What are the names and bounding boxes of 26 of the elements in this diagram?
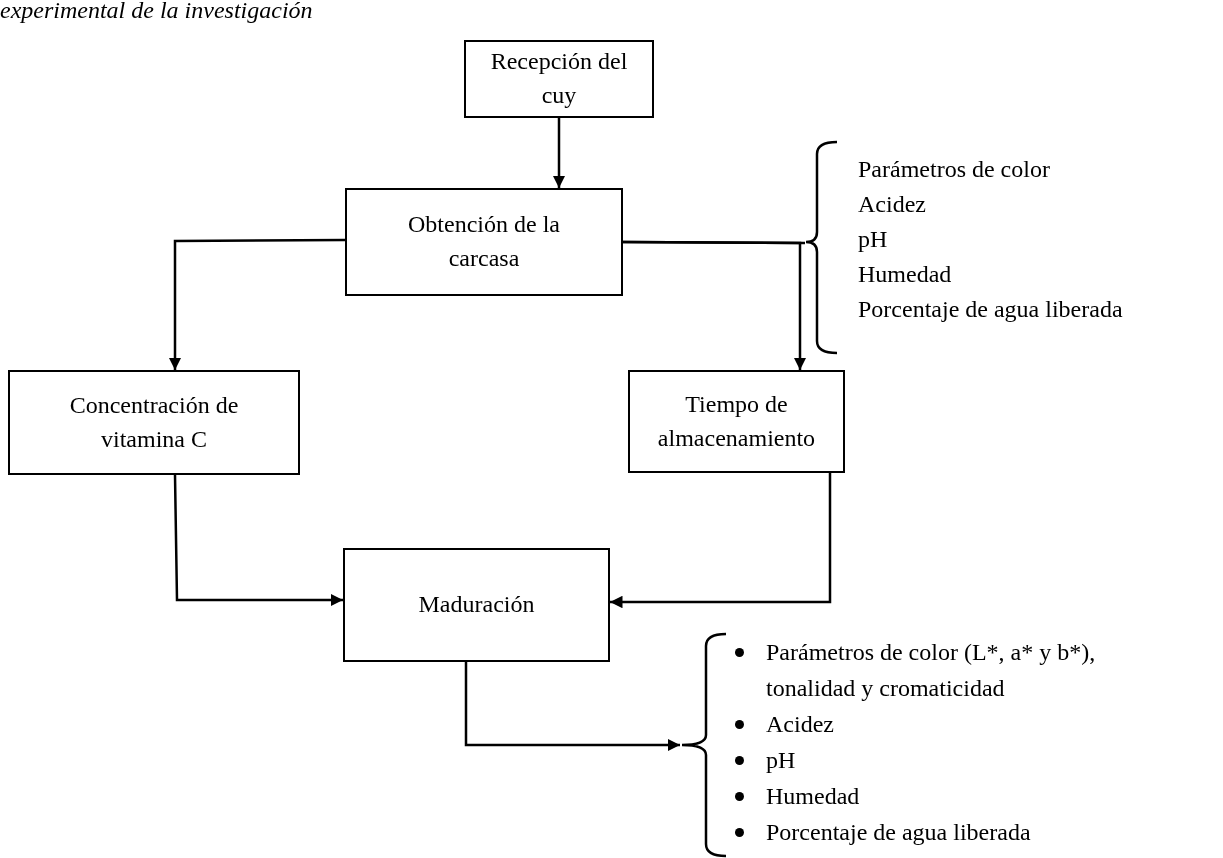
arrow — [610, 473, 832, 609]
list-item: Porcentaje de agua liberada — [766, 818, 1032, 847]
arrow — [168, 238, 345, 370]
arrow — [173, 474, 343, 607]
list-item: Porcentaje de agua liberada — [858, 295, 1123, 324]
list-item: Humedad — [766, 782, 861, 811]
box-label: Recepción del cuy — [489, 47, 629, 110]
box-label: Obtención de la carcasa — [407, 210, 561, 273]
list-item: Humedad — [858, 260, 953, 289]
list-item: pH — [858, 225, 889, 254]
process-box — [464, 40, 654, 118]
list-item: Parámetros de color (L*, a* y b*), tonalidad y cromaticidad — [766, 638, 1097, 703]
list-item: Acidez — [766, 710, 835, 739]
box-label: Tiempo de almacenamiento — [656, 389, 817, 453]
diagram-title: experimental de la investigación — [0, 0, 313, 23]
process-box — [8, 370, 300, 475]
process-box — [628, 370, 845, 473]
list-item: Parámetros de color — [858, 155, 1051, 184]
arrow — [552, 118, 566, 188]
process-box — [343, 548, 610, 662]
list-item: pH — [766, 746, 797, 775]
arrow — [464, 662, 680, 752]
list-item: Acidez — [858, 190, 927, 219]
box-label: Concentración de vitamina C — [68, 390, 240, 454]
process-box — [345, 188, 623, 296]
box-label: Maduración — [418, 590, 535, 620]
